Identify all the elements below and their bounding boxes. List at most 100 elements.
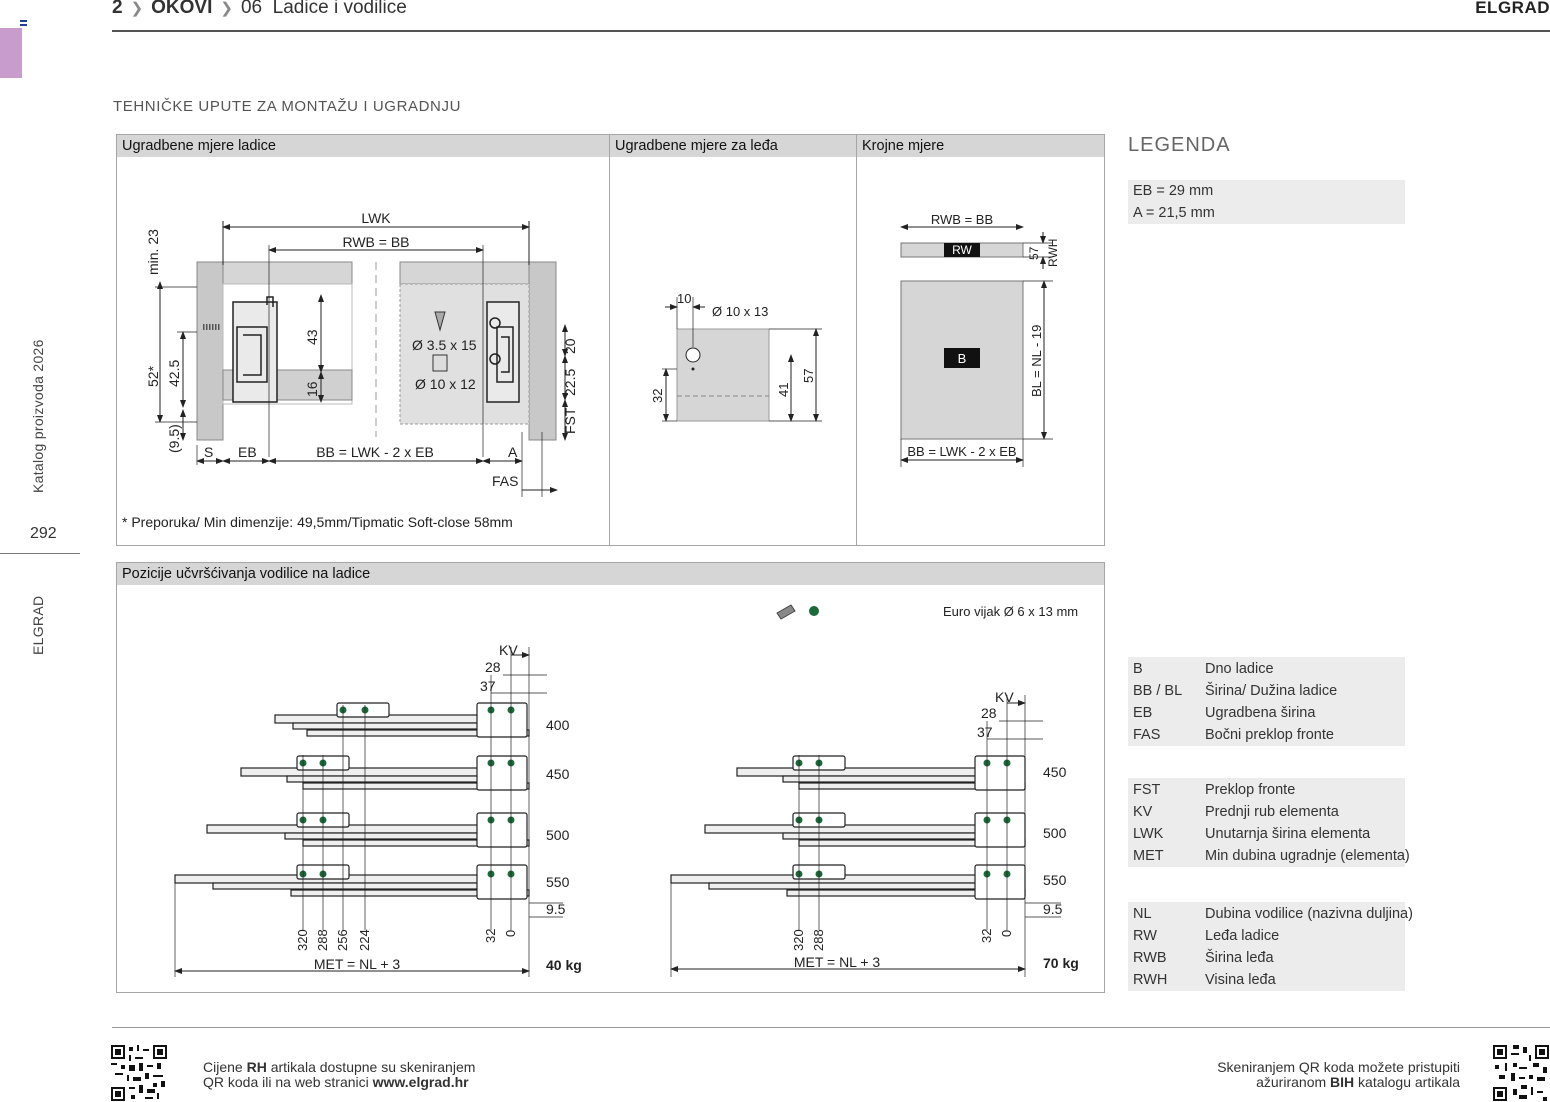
legend-desc: Prednji rub elementa — [1205, 804, 1339, 820]
dim-52: 52* — [145, 365, 161, 387]
footer-text: katalogu artikala — [1354, 1074, 1460, 1090]
legend-values: EB = 29 mm A = 21,5 mm — [1128, 180, 1405, 224]
right-bottom-2: 32 — [979, 929, 994, 943]
legend-code: FAS — [1133, 727, 1161, 743]
dim-bb: BB = LWK - 2 x EB — [907, 444, 1016, 459]
breadcrumb-subchapter[interactable]: Ladice i vodilice — [272, 0, 407, 18]
dim-rwh: RWH — [1046, 239, 1060, 267]
left-dim-9-5: 9.5 — [546, 901, 566, 917]
legend-code: EB — [1133, 705, 1153, 721]
legend-code: RWB — [1133, 950, 1167, 966]
legend-code: MET — [1133, 848, 1164, 864]
page-number: 292 — [30, 525, 57, 542]
right-kv: KV — [995, 689, 1014, 705]
footer-divider — [112, 1027, 1550, 1028]
left-load: 40 kg — [546, 957, 582, 973]
footer-right-text: Skeniranjem QR koda možete pristupiti až… — [1217, 1060, 1460, 1090]
right-dim-28: 28 — [981, 705, 997, 721]
screw-dim-1: Ø 3.5 x 15 — [412, 337, 477, 353]
left-bottom-0: 320 — [295, 929, 310, 951]
left-dim-28: 28 — [485, 659, 501, 675]
dim-16: 16 — [304, 381, 320, 397]
legend-desc: Dno ladice — [1205, 661, 1274, 677]
dim-20: 20 — [562, 338, 578, 354]
sidebar-divider — [0, 553, 80, 554]
legend-code: NL — [1133, 906, 1152, 922]
screw-dim-2: Ø 10 x 12 — [415, 376, 476, 392]
legend-desc: Širina leđa — [1205, 950, 1274, 966]
legend-desc: Unutarnja širina elementa — [1205, 826, 1371, 842]
dim-43: 43 — [304, 329, 320, 345]
left-len-3: 550 — [546, 874, 570, 890]
dim-s: S — [204, 444, 213, 460]
left-len-0: 400 — [546, 717, 570, 733]
left-bottom-4: 32 — [483, 929, 498, 943]
dim-41: 41 — [776, 383, 791, 397]
right-bottom-0: 320 — [791, 929, 806, 951]
footer-text: QR koda ili na web stranici — [203, 1074, 373, 1090]
panel-runner-positions: Pozicije učvršćivanja vodilice na ladice… — [116, 562, 1105, 993]
panel-title: Krojne mjere — [857, 135, 1104, 157]
cut-dimension-diagram: RW RWB = BB 57 RWH B BL = NL - 19 BB = L… — [900, 212, 1060, 467]
breadcrumb: 2❯OKOVI❯06 Ladice i vodilice — [112, 0, 407, 19]
dim-min23: min. 23 — [145, 229, 161, 275]
dim-42-5: 42.5 — [166, 360, 182, 387]
legend-desc: Širina/ Dužina ladice — [1205, 683, 1338, 699]
euro-screw-icon — [776, 604, 819, 620]
b-label: B — [958, 351, 967, 366]
dim-a: A — [508, 444, 518, 460]
right-bottom-1: 288 — [811, 929, 826, 951]
sidebar-brand: ELGRAD — [30, 595, 46, 655]
qr-code-icon[interactable] — [111, 1045, 167, 1101]
footer-text: Skeniranjem QR koda možete pristupiti — [1217, 1059, 1460, 1075]
dim-10: 10 — [677, 291, 691, 306]
hole-dim: Ø 10 x 13 — [712, 304, 768, 319]
back-dimension-diagram: 10 Ø 10 x 13 32 41 57 — [650, 291, 822, 422]
breadcrumb-chapter[interactable]: OKOVI — [151, 0, 213, 18]
panel-drawer-dimensions: Ugradbene mjere ladice LWK — [116, 134, 611, 546]
right-len-0: 450 — [1043, 764, 1067, 780]
dim-bl: BL = NL - 19 — [1029, 325, 1044, 397]
dim-32: 32 — [650, 389, 665, 403]
legend-desc: Preklop fronte — [1205, 782, 1296, 798]
dim-57: 57 — [801, 369, 816, 383]
footer-text: ažuriranom — [1256, 1074, 1331, 1090]
legend-code: FST — [1133, 782, 1161, 798]
left-len-2: 500 — [546, 827, 570, 843]
legend-desc: Ugradbena širina — [1205, 705, 1316, 721]
right-dim-9-5: 9.5 — [1043, 901, 1063, 917]
right-len-2: 550 — [1043, 872, 1067, 888]
website-link[interactable]: www.elgrad.hr — [372, 1074, 469, 1090]
right-met: MET = NL + 3 — [794, 954, 881, 970]
runner-positions-diagram: Euro vijak Ø 6 x 13 mm — [174, 604, 1079, 977]
qr-code-icon[interactable] — [1493, 1045, 1549, 1101]
right-len-1: 500 — [1043, 825, 1067, 841]
footer-left-text: Cijene RH artikala dostupne su skeniranj… — [203, 1060, 475, 1090]
legend-desc: Bočni preklop fronte — [1205, 727, 1334, 743]
breadcrumb-chapter-num[interactable]: 2 — [112, 0, 123, 18]
dim-fst: FST — [562, 407, 578, 434]
left-met: MET = NL + 3 — [314, 956, 401, 972]
legend-title: LEGENDA — [1128, 134, 1231, 156]
panel-back-dimensions: Ugradbene mjere za leđa 10 Ø 10 x 13 32 … — [609, 134, 858, 546]
dim-rwb: RWB = BB — [931, 212, 993, 227]
right-load: 70 kg — [1043, 955, 1079, 971]
drawer-dimension-diagram: LWK RWB = BB min. 23 52* 42.5 (9.5) 43 1… — [145, 210, 578, 497]
left-bottom-5: 0 — [503, 930, 518, 937]
brand-name: ELGRAD — [1475, 0, 1550, 17]
legend-desc: Visina leđa — [1205, 972, 1276, 988]
left-dim-37: 37 — [480, 678, 496, 694]
left-bottom-2: 256 — [335, 929, 350, 951]
breadcrumb-subchapter-num[interactable]: 06 — [240, 0, 263, 18]
legend-desc: Min dubina ugradnje (elementa) — [1205, 848, 1410, 864]
footer-text: Cijene — [203, 1059, 247, 1075]
catalog-label: Katalog proizvoda 2026 — [30, 339, 46, 493]
left-kv: KV — [499, 642, 518, 658]
screw-legend-label: Euro vijak Ø 6 x 13 mm — [943, 604, 1078, 619]
right-dim-37: 37 — [977, 724, 993, 740]
legend-code: RW — [1133, 928, 1157, 944]
dim-bb: BB = LWK - 2 x EB — [316, 444, 434, 460]
legend-value: EB = 29 mm — [1133, 183, 1214, 199]
dim-rwb: RWB = BB — [342, 234, 409, 250]
